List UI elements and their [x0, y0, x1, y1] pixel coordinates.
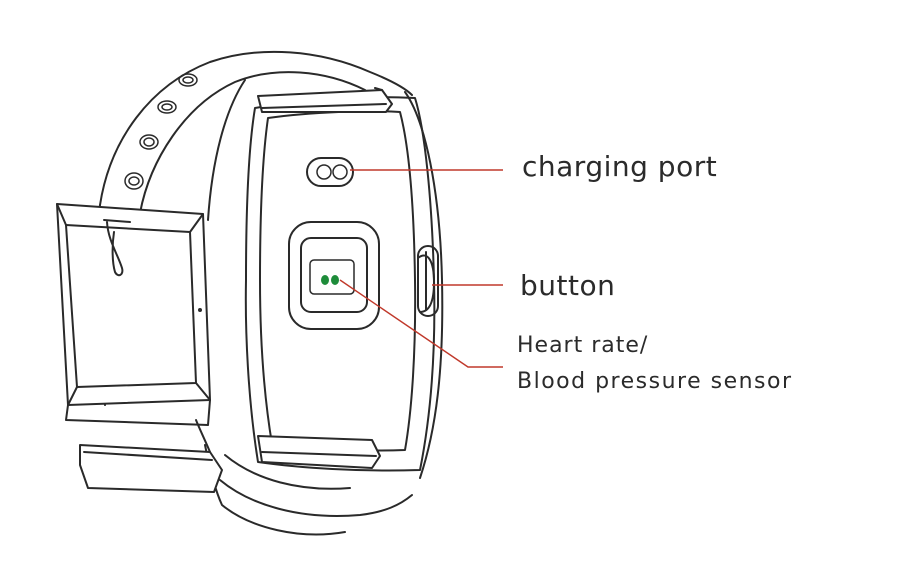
charging-port	[306, 157, 354, 187]
strap-end	[79, 419, 223, 493]
sensor-led-left	[321, 275, 329, 285]
leader-heart-rate	[339, 279, 503, 368]
module-body	[244, 87, 444, 479]
label-heart-rate: Heart rate/	[517, 333, 649, 358]
side-button	[417, 245, 439, 317]
leader-lines	[339, 169, 503, 368]
label-button: button	[520, 269, 616, 302]
buckle	[56, 203, 211, 426]
label-charging-port: charging port	[522, 150, 718, 183]
sensor-led-right	[331, 275, 339, 285]
label-blood-pressure-sensor: Blood pressure sensor	[517, 369, 793, 394]
heart-rate-sensor	[288, 221, 380, 330]
